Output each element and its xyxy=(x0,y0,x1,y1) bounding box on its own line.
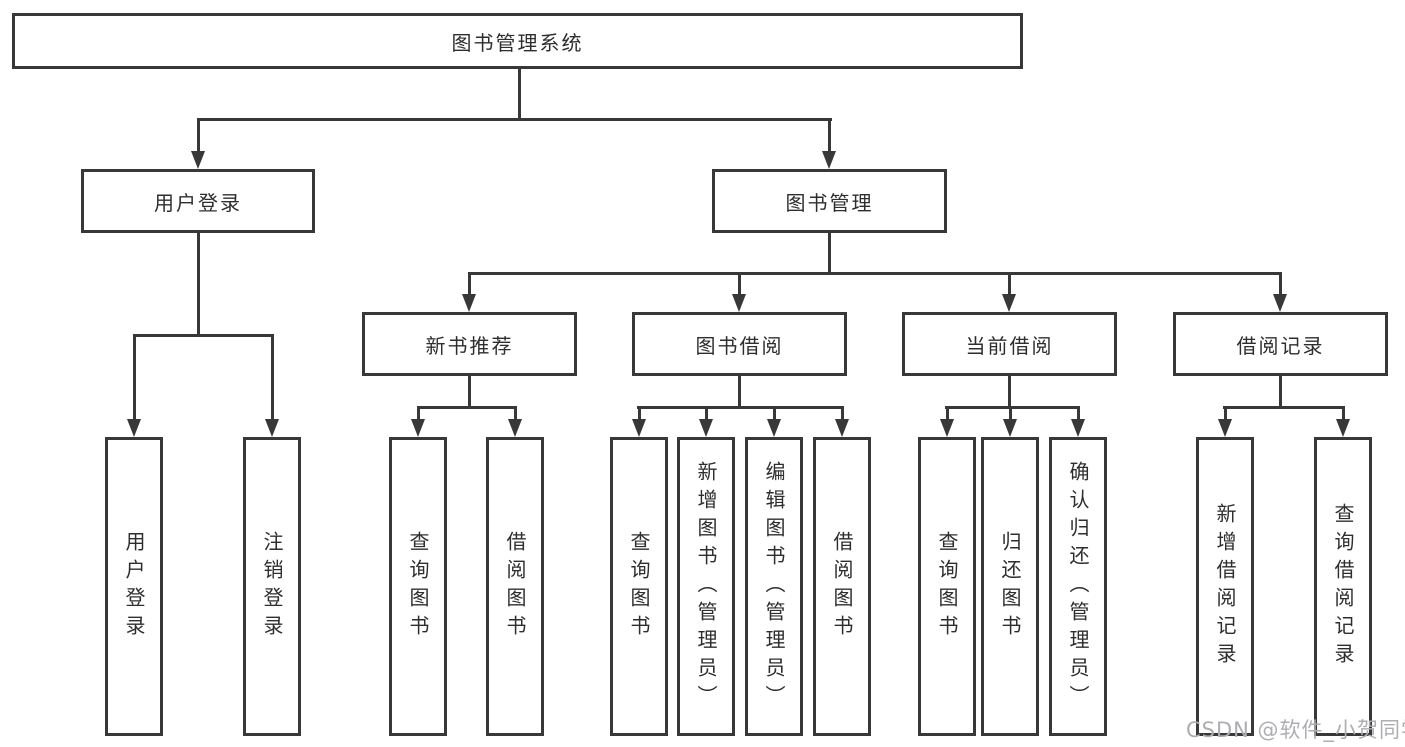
connector-line xyxy=(197,118,832,121)
leaf-add-borrow-record: 新增借阅记录 xyxy=(1196,437,1254,736)
node-label: 查询借阅记录 xyxy=(1331,502,1355,671)
arrowhead-down-icon xyxy=(1218,419,1232,437)
connector-line xyxy=(417,406,517,409)
arrowhead-down-icon xyxy=(632,419,646,437)
leaf-borrow-books-recommend: 借阅图书 xyxy=(486,437,544,736)
connector-line xyxy=(1279,272,1282,296)
connector-line xyxy=(1077,406,1080,421)
connector-line xyxy=(705,406,708,421)
leaf-return-books: 归还图书 xyxy=(981,437,1039,736)
node-label: 新增借阅记录 xyxy=(1213,502,1237,671)
node-library-system-root: 图书管理系统 xyxy=(12,13,1023,69)
node-label: 用户登录 xyxy=(154,190,242,215)
connector-line xyxy=(468,272,471,296)
node-borrowing-records: 借阅记录 xyxy=(1173,312,1388,376)
connector-line xyxy=(738,272,741,296)
node-label: 查询图书 xyxy=(406,530,430,643)
connector-line xyxy=(1342,406,1345,421)
node-label: 用户登录 xyxy=(122,530,146,643)
arrowhead-down-icon xyxy=(508,419,522,437)
arrowhead-down-icon xyxy=(265,419,279,437)
watermark: CSDN @软件_小贺同学 xyxy=(1186,718,1405,742)
arrowhead-down-icon xyxy=(835,419,849,437)
leaf-logout: 注销登录 xyxy=(243,437,301,736)
leaf-confirm-return-admin: 确认归还（管理员） xyxy=(1049,437,1107,736)
arrowhead-down-icon xyxy=(767,419,781,437)
node-label: 确认归还（管理员） xyxy=(1066,460,1090,713)
connector-line xyxy=(738,375,741,408)
connector-line xyxy=(468,272,1282,275)
node-label: 查询图书 xyxy=(627,530,651,643)
node-label: 注销登录 xyxy=(260,530,284,643)
connector-line xyxy=(518,69,521,120)
arrowhead-down-icon xyxy=(411,419,425,437)
connector-line xyxy=(133,334,136,420)
arrowhead-down-icon xyxy=(940,419,954,437)
node-label: 借阅记录 xyxy=(1236,333,1325,358)
arrowhead-down-icon xyxy=(822,151,836,169)
arrowhead-down-icon xyxy=(1273,294,1287,312)
connector-line xyxy=(637,406,844,409)
node-label: 图书管理系统 xyxy=(451,30,584,55)
connector-line xyxy=(1008,272,1011,296)
connector-line xyxy=(1009,406,1012,421)
connector-line xyxy=(271,334,274,420)
connector-line xyxy=(197,233,200,336)
leaf-borrow-books: 借阅图书 xyxy=(813,437,871,736)
node-user-login: 用户登录 xyxy=(81,169,315,233)
node-label: 归还图书 xyxy=(998,530,1022,643)
connector-line xyxy=(841,406,844,421)
connector-line xyxy=(197,118,200,154)
connector-line xyxy=(417,406,420,421)
node-current-borrowing: 当前借阅 xyxy=(902,312,1117,376)
connector-line xyxy=(133,334,274,337)
leaf-edit-books-admin: 编辑图书（管理员） xyxy=(745,437,803,736)
node-label: 当前借阅 xyxy=(965,333,1054,358)
node-new-book-recommendation: 新书推荐 xyxy=(362,312,577,376)
arrowhead-down-icon xyxy=(1002,294,1016,312)
connector-line xyxy=(638,406,641,421)
node-label: 新增图书（管理员） xyxy=(694,460,718,713)
arrowhead-down-icon xyxy=(1071,419,1085,437)
connector-line xyxy=(828,232,831,274)
node-label: 查询图书 xyxy=(935,530,959,643)
arrowhead-down-icon xyxy=(1003,419,1017,437)
connector-line xyxy=(1008,375,1011,408)
node-label: 借阅图书 xyxy=(503,530,527,643)
arrowhead-down-icon xyxy=(732,294,746,312)
arrowhead-down-icon xyxy=(127,419,141,437)
connector-line xyxy=(468,375,471,408)
arrowhead-down-icon xyxy=(1336,419,1350,437)
leaf-query-borrow-record: 查询借阅记录 xyxy=(1314,437,1372,736)
connector-line xyxy=(1224,406,1227,421)
leaf-query-books-borrow: 查询图书 xyxy=(610,437,668,736)
leaf-query-books-current: 查询图书 xyxy=(918,437,976,736)
node-label: 图书借阅 xyxy=(695,333,784,358)
connector-line xyxy=(945,406,1080,409)
connector-line xyxy=(946,406,949,421)
connector-line xyxy=(828,118,831,154)
arrowhead-down-icon xyxy=(191,151,205,169)
node-book-management: 图书管理 xyxy=(712,169,947,233)
arrowhead-down-icon xyxy=(699,419,713,437)
leaf-user-login: 用户登录 xyxy=(105,437,163,736)
connector-line xyxy=(514,406,517,421)
node-label: 编辑图书（管理员） xyxy=(762,460,786,713)
node-label: 图书管理 xyxy=(785,190,874,215)
connector-line xyxy=(773,406,776,421)
connector-line xyxy=(1223,406,1345,409)
node-label: 借阅图书 xyxy=(830,530,854,643)
leaf-add-books-admin: 新增图书（管理员） xyxy=(677,437,735,736)
leaf-query-books-recommend: 查询图书 xyxy=(389,437,447,736)
connector-line xyxy=(1279,375,1282,408)
node-book-borrowing: 图书借阅 xyxy=(632,312,847,376)
node-label: 新书推荐 xyxy=(425,333,514,358)
arrowhead-down-icon xyxy=(462,294,476,312)
